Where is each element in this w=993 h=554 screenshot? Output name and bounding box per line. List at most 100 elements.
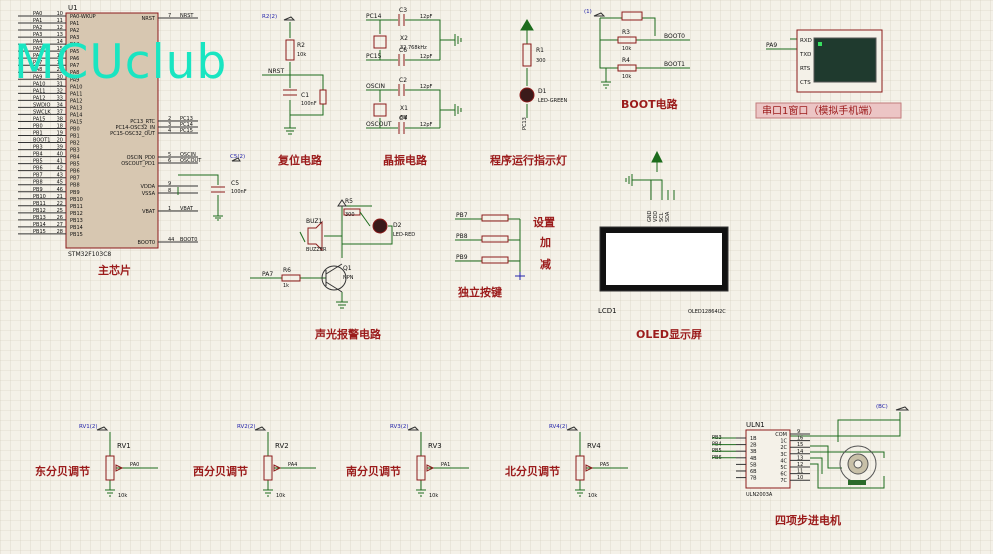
uln-body[interactable] (745, 429, 791, 489)
mcu-net-left: PB7 (33, 173, 43, 179)
r2-resistor[interactable] (285, 39, 295, 61)
title-keys: 独立按键 (457, 285, 503, 299)
crystal-circuit[interactable]: PC14 C3 12pF C6 12pF X2 32.768kHz PC15 O… (366, 7, 462, 167)
mcu-pin-name: PA8 (70, 70, 79, 76)
mcu-pin-num: 13 (57, 32, 63, 38)
mcu-pin-name: PA7 (70, 63, 79, 69)
q1-transistor[interactable] (321, 265, 347, 291)
key-pb7[interactable] (481, 214, 509, 222)
pot-body[interactable] (105, 455, 115, 481)
r6-resistor[interactable] (281, 274, 301, 282)
r3-value: 10k (622, 46, 631, 52)
key-net-pb7: PB7 (456, 212, 468, 219)
uln-left-pin: 3B (750, 449, 757, 455)
oled-module[interactable]: GND VDD SCL SDA LCD1 OLED12864I2C OLED显示… (598, 150, 729, 341)
mcu-pin-num: 40 (57, 152, 63, 158)
pot-body[interactable] (416, 455, 426, 481)
x2-value: 32.768kHz (400, 45, 427, 51)
key-pb9[interactable] (481, 256, 509, 264)
pot-label: 西分贝调节 (193, 464, 248, 478)
oled-pin-sda: SDA (665, 211, 671, 222)
r4-resistor[interactable] (617, 64, 637, 72)
stepper-driver[interactable]: (BC) ULN1 ULN2003A 1B2B3B4B5B6B7BPB3PB4P… (712, 404, 910, 527)
mcu-pin-num: 8 (168, 188, 171, 194)
c5-ref: C5 (231, 180, 239, 187)
mcu-body[interactable] (65, 12, 159, 249)
reset-button[interactable] (319, 89, 327, 105)
reset-circuit[interactable]: R2(2) R2 10k NRST C1 100nF 复位电路 (262, 14, 327, 167)
mcu-net-left: SWDIO (33, 102, 50, 108)
c5-network: C5 100nF C5(2) (177, 154, 247, 221)
mcu-net-left: BOOT1 (33, 138, 50, 144)
keys-circuit[interactable]: PB7 PB8 PB9 设置 加 减 独立按键 (455, 212, 555, 299)
x1-crystal[interactable] (373, 103, 387, 117)
d1-led[interactable] (519, 87, 535, 103)
uln-right-pin: 7C (780, 478, 787, 484)
net-boot0: BOOT0 (664, 33, 685, 40)
mcu-pin-name: NRST (142, 16, 156, 22)
uln-right-pin: 3C (780, 452, 787, 458)
mcu-net-left: PA0 (33, 11, 42, 17)
uln-part: ULN2003A (746, 492, 773, 498)
r1-resistor[interactable] (522, 43, 532, 67)
mcu-pin-num: 22 (57, 201, 63, 207)
alarm-circuit[interactable]: BUZ1 BUZZER R5 300 D2 LED-RED Q1 NPN R6 … (250, 198, 415, 341)
mcu-pin-name: PC13_RTC (130, 119, 155, 125)
pot-net: PA5 (600, 462, 609, 468)
r3-resistor[interactable] (617, 36, 637, 44)
terminal-screen[interactable] (813, 37, 877, 83)
uln-probe: (BC) (876, 404, 888, 410)
r4-ref: R4 (622, 57, 630, 64)
mcu-pin-name: PB8 (70, 183, 80, 189)
c1-ref: C1 (301, 92, 309, 99)
key-pb8[interactable] (481, 235, 509, 243)
c3-value: 12pF (420, 14, 433, 20)
pot-body[interactable] (575, 455, 585, 481)
mcu-net-left: PB14 (33, 222, 46, 228)
buzzer-symbol[interactable] (307, 220, 323, 252)
mcu-pin-num: 15 (57, 46, 63, 52)
mcu-pin-name: PA2 (70, 28, 79, 34)
mcu-pin-name: PB15 (70, 232, 83, 238)
mcu-pin-num: 34 (57, 102, 63, 108)
boot-switch[interactable] (621, 11, 643, 21)
x2-crystal[interactable] (373, 35, 387, 49)
oled-ref: LCD1 (598, 307, 617, 315)
mcu-net-left: PA1 (33, 18, 42, 24)
pot-body[interactable] (263, 455, 273, 481)
virtual-terminal[interactable]: PA9 RXD TXD RTS CTS 串口1窗口（模拟手机端） (755, 29, 902, 119)
mcu-pin-name: PB7 (70, 176, 80, 182)
net-oscin: OSCIN (366, 83, 385, 90)
mcu-net-left: PA11 (33, 88, 45, 94)
oled-screen[interactable] (606, 233, 722, 285)
pot-value: 10k (429, 493, 438, 499)
net-oscout: OSCOUT (366, 121, 392, 128)
mcu-pin-num: 45 (57, 180, 63, 186)
mcu-net-left: PB11 (33, 201, 46, 207)
pot-ref: RV3 (428, 442, 442, 450)
alarm-net: PA7 (262, 271, 273, 278)
d2-led[interactable] (372, 218, 388, 234)
mcu-pin-name: PB9 (70, 190, 80, 196)
terminal-net: PA9 (766, 42, 777, 49)
led-circuit[interactable]: R1 300 D1 LED-GREEN PC13 程序运行指示灯 (490, 19, 567, 167)
r5-ref: R5 (345, 198, 353, 205)
pot-net: PA4 (288, 462, 297, 468)
uln-right-pin: 4C (780, 458, 787, 464)
mcu-pin-num: 11 (57, 18, 63, 24)
d1-ref: D1 (538, 88, 547, 95)
mcu-pin-name: PA5 (70, 49, 79, 55)
boot-circuit[interactable]: (1) R3 10k R4 10k BOOT0 BOOT1 BOOT电路 (584, 9, 690, 111)
c5-value: 100nF (231, 189, 247, 195)
oled-part: OLED12864I2C (688, 309, 726, 315)
key-net-pb8: PB8 (456, 233, 468, 240)
pot-label: 东分贝调节 (35, 464, 90, 478)
